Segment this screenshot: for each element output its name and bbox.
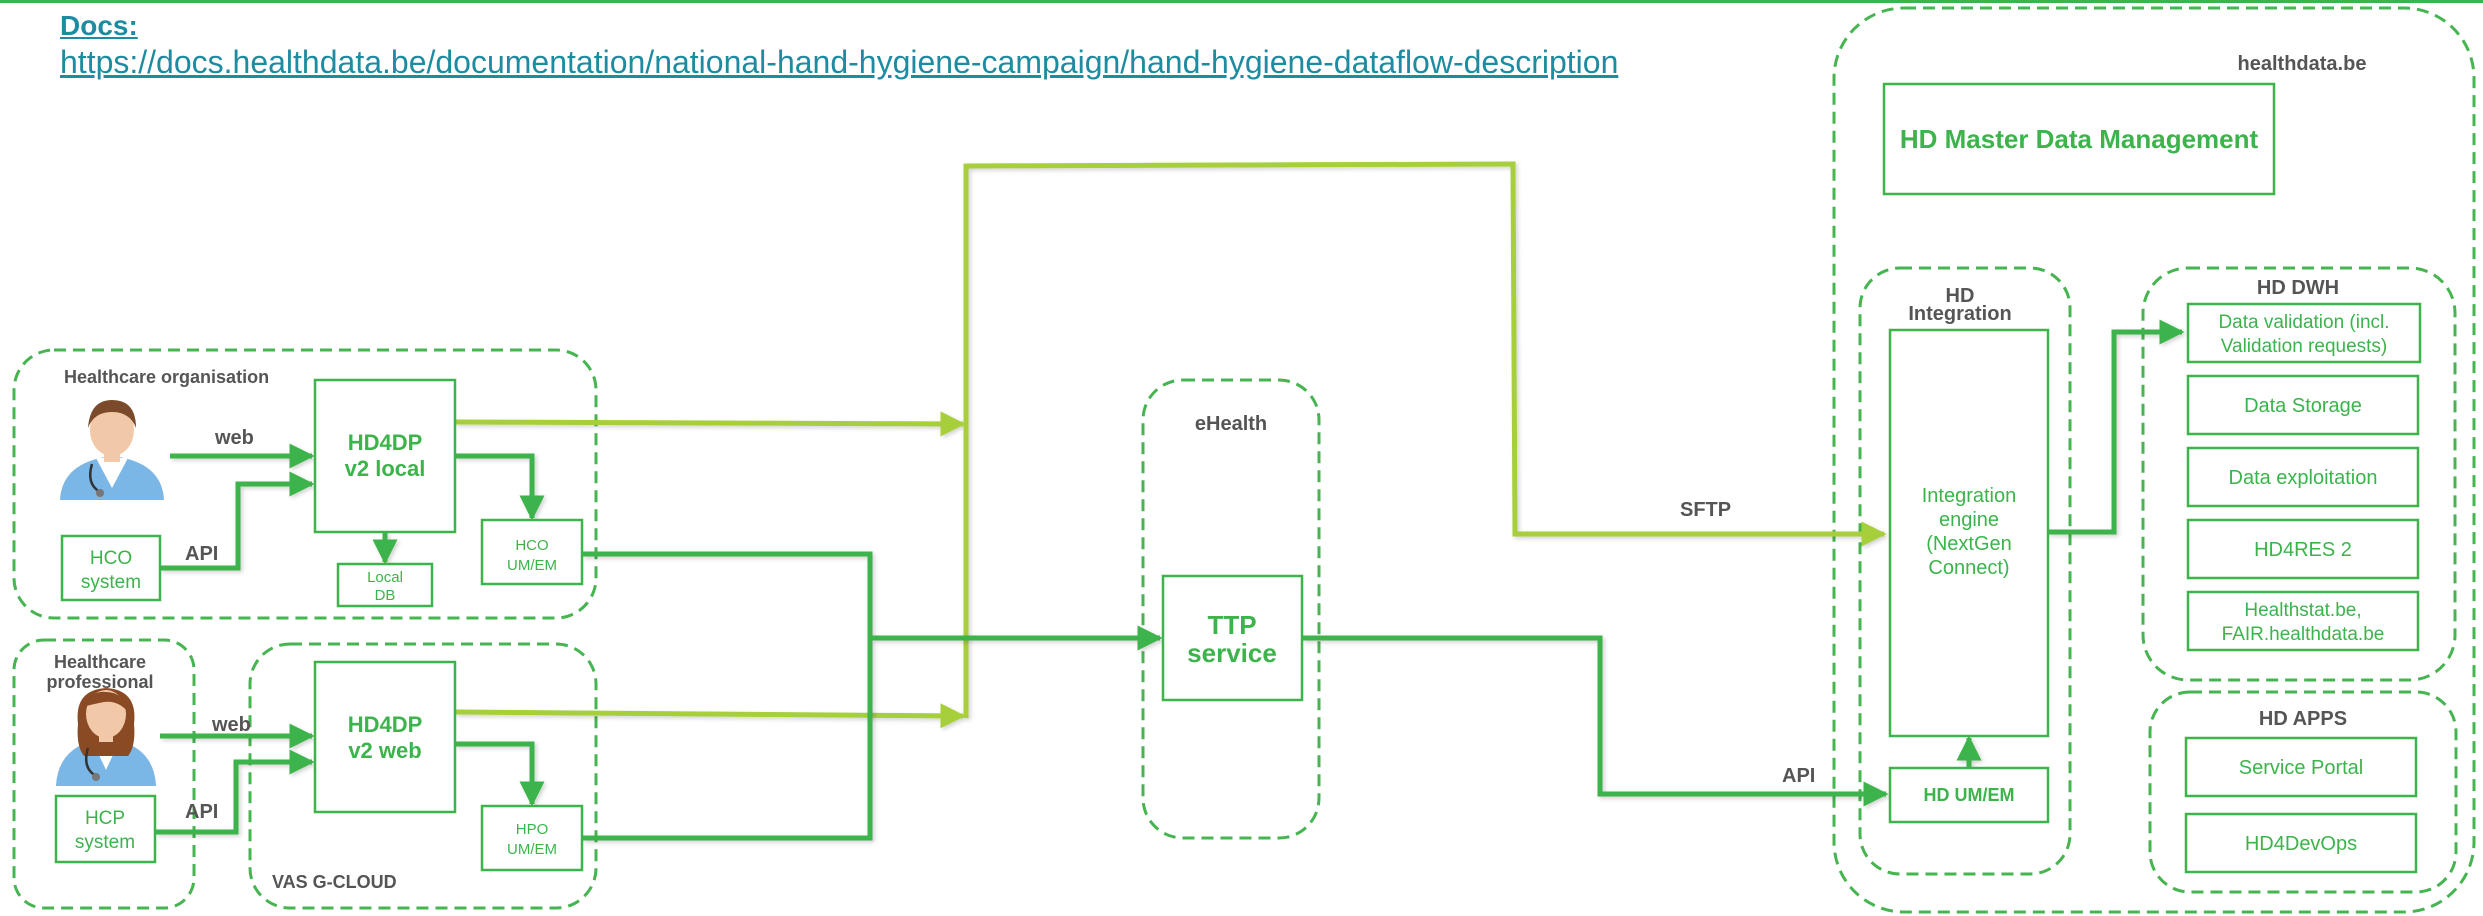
- group-label-hcp-line2: professional: [46, 672, 153, 692]
- box-integration-engine: [1888, 328, 2050, 738]
- label-hd-mdm: HD Master Data Management: [1900, 124, 2259, 154]
- box-dwh-healthstat: [2186, 590, 2420, 652]
- label-hd4dp-web-2: v2 web: [348, 738, 421, 763]
- label-integration-3: (NextGen: [1926, 533, 2012, 555]
- group-label-hd-apps: HD APPS: [2259, 708, 2347, 730]
- label-apps-service-portal: Service Portal: [2239, 757, 2364, 779]
- group-label-healthdata: healthdata.be: [2238, 53, 2367, 75]
- box-apps-service-portal: [2184, 736, 2418, 798]
- top-rule: [0, 0, 2483, 3]
- group-label-hcp-line1: Healthcare: [54, 652, 146, 672]
- label-local-db-1: Local: [367, 569, 403, 586]
- label-dwh-storage: Data Storage: [2244, 395, 2362, 417]
- box-hco-system: [60, 534, 162, 602]
- edge-label-api-hd: API: [1782, 765, 1815, 787]
- box-dwh-exploitation: [2186, 446, 2420, 508]
- flow-sftp-trunk: [963, 161, 1887, 718]
- group-healthcare-organisation: [12, 348, 598, 620]
- flow-integration-to-dwh: [2048, 319, 2185, 535]
- group-label-hd-integration-line2: Integration: [1908, 303, 2011, 325]
- label-hd4dp-local-1: HD4DP: [348, 430, 423, 455]
- edge-label-api-hcp: API: [185, 801, 218, 823]
- box-hd-umem: [1888, 766, 2050, 824]
- group-label-hd-dwh: HD DWH: [2257, 277, 2339, 299]
- label-hcp-system-1: HCP: [85, 808, 125, 829]
- flow-hd4dp-local-to-sftp: [454, 411, 966, 437]
- label-integration-4: Connect): [1928, 557, 2009, 579]
- flow-hd4dp-local-to-umem: [455, 453, 545, 521]
- label-dwh-validation-2: Validation requests): [2221, 336, 2388, 357]
- flow-hcp-system-api: [155, 749, 315, 835]
- label-integration-1: Integration: [1922, 485, 2017, 507]
- label-dwh-healthstat-1: Healthstat.be,: [2244, 600, 2361, 621]
- label-hd-umem: HD UM/EM: [1924, 785, 2015, 805]
- edge-label-web-hco: web: [214, 427, 254, 449]
- label-hpo-umem-1: HPO: [516, 821, 549, 838]
- group-vas-g-cloud: [248, 642, 598, 910]
- box-hd4dp-web: [313, 660, 457, 814]
- box-hco-umem: [480, 518, 584, 586]
- box-local-db: [336, 562, 434, 608]
- box-hpo-umem: [480, 804, 584, 872]
- label-hco-umem-1: HCO: [515, 537, 548, 554]
- group-healthdata-be: [1832, 6, 2476, 914]
- label-dwh-healthstat-2: FAIR.healthdata.be: [2222, 624, 2385, 645]
- label-integration-2: engine: [1939, 509, 1999, 531]
- group-healthcare-professional: [12, 638, 196, 910]
- label-dwh-validation-1: Data validation (incl.: [2218, 312, 2389, 333]
- box-apps-hd4devops: [2184, 812, 2418, 874]
- label-hco-system-2: system: [81, 572, 141, 593]
- label-local-db-2: DB: [375, 587, 396, 604]
- label-hcp-system-2: system: [75, 832, 135, 853]
- flow-hco-umem-to-ttp: [582, 551, 873, 638]
- box-hd4dp-local: [313, 378, 457, 534]
- male-doctor-icon: [60, 400, 164, 500]
- label-ttp-2: service: [1187, 638, 1277, 668]
- label-ttp-1: TTP: [1207, 610, 1256, 640]
- label-hd4dp-web-1: HD4DP: [348, 712, 423, 737]
- label-hco-umem-2: UM/EM: [507, 557, 557, 574]
- label-hpo-umem-2: UM/EM: [507, 841, 557, 858]
- box-dwh-validation: [2186, 302, 2422, 364]
- box-dwh-storage: [2186, 374, 2420, 436]
- flow-hpo-umem-to-ttp: [582, 638, 873, 841]
- flow-hco-system-api: [160, 471, 315, 571]
- docs-label: Docs:: [60, 10, 138, 41]
- label-dwh-exploitation: Data exploitation: [2229, 467, 2378, 489]
- group-label-vas: VAS G-CLOUD: [272, 872, 397, 892]
- edge-label-sftp: SFTP: [1680, 499, 1731, 521]
- group-ehealth: [1141, 378, 1321, 840]
- label-hco-system-1: HCO: [90, 548, 132, 569]
- flow-ttp-to-hd-umem: [1302, 635, 1889, 807]
- flow-hd4dp-web-to-sftp: [454, 703, 966, 729]
- box-dwh-hd4res: [2186, 518, 2420, 580]
- label-apps-hd4devops: HD4DevOps: [2245, 833, 2357, 855]
- box-ttp-service: [1161, 574, 1304, 702]
- edge-label-web-hcp: web: [211, 714, 251, 736]
- box-hd-mdm: [1882, 82, 2276, 196]
- group-label-hco: Healthcare organisation: [64, 367, 269, 387]
- docs-link[interactable]: https://docs.healthdata.be/documentation…: [60, 44, 1619, 80]
- label-hd4dp-local-2: v2 local: [345, 456, 426, 481]
- group-label-ehealth: eHealth: [1195, 413, 1267, 435]
- group-label-hd-integration-line1: HD: [1946, 285, 1975, 307]
- group-hd-integration: [1858, 266, 2072, 876]
- flow-hd4dp-web-to-umem: [455, 741, 545, 807]
- female-doctor-icon: [56, 688, 156, 786]
- group-hd-apps: [2148, 690, 2458, 894]
- edge-label-api-hco: API: [185, 543, 218, 565]
- label-dwh-hd4res: HD4RES 2: [2254, 539, 2352, 561]
- box-hcp-system: [54, 794, 157, 864]
